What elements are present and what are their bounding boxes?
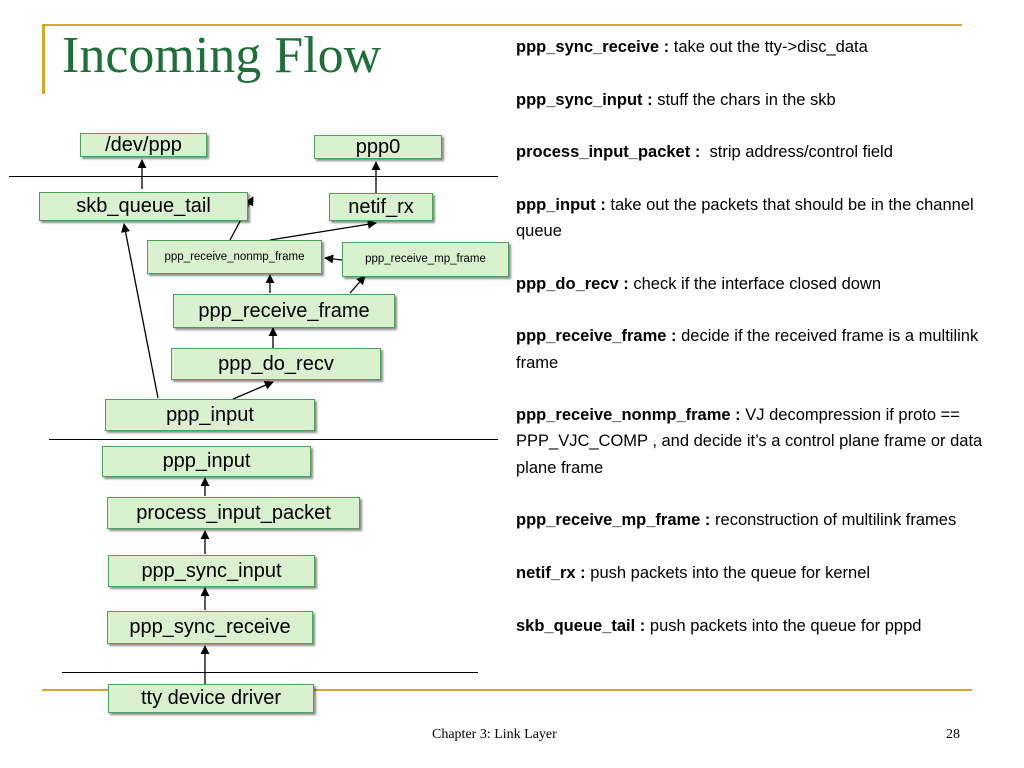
- desc-ppp-do-recv: ppp_do_recv : check if the interface clo…: [516, 274, 882, 293]
- arrow-ppp-receive-frame-to-mp: [349, 275, 366, 294]
- box-ppp-input-upper: ppp_input: [105, 399, 315, 431]
- box-dev-ppp: /dev/ppp: [80, 133, 207, 157]
- separator-line-bottom: [62, 672, 478, 673]
- desc-ppp-receive-frame: ppp_receive_frame : decide if the receiv…: [516, 327, 979, 372]
- box-ppp0: ppp0: [314, 135, 442, 159]
- footer-rule: [42, 689, 972, 691]
- box-ppp-sync-input: ppp_sync_input: [108, 555, 315, 587]
- slide-title: Incoming Flow: [62, 27, 382, 84]
- arrow-ppp-input-to-skb-queue-tail: [121, 223, 159, 399]
- box-ppp-receive-mp-frame: ppp_receive_mp_frame: [342, 242, 509, 277]
- desc-ppp-sync-receive: ppp_sync_receive : take out the tty->dis…: [516, 38, 868, 56]
- box-ppp-do-recv: ppp_do_recv: [171, 348, 381, 380]
- desc-netif-rx: netif_rx : push packets into the queue f…: [516, 563, 871, 582]
- box-ppp-receive-nonmp-frame: ppp_receive_nonmp_frame: [147, 240, 322, 274]
- desc-skb-queue-tail: skb_queue_tail : push packets into the q…: [516, 616, 922, 635]
- title-accent-bar: [42, 24, 45, 94]
- desc-ppp-sync-input: ppp_sync_input : stuff the chars in the …: [516, 90, 836, 109]
- desc-ppp-receive-nonmp-frame: ppp_receive_nonmp_frame : VJ decompressi…: [516, 406, 983, 477]
- box-ppp-receive-frame: ppp_receive_frame: [173, 294, 395, 328]
- desc-ppp-input: ppp_input : take out the packets that sh…: [516, 195, 974, 241]
- desc-process-input-packet: process_input_packet : strip address/con…: [516, 143, 893, 162]
- arrow-mp-to-nonmp: [324, 254, 343, 264]
- arrow-nonmp-to-netif-rx: [269, 219, 377, 241]
- page-number: 28: [946, 727, 960, 742]
- arrow-ppp-input-to-ppp-do-recv: [232, 381, 274, 400]
- separator-line-top: [9, 176, 498, 177]
- desc-ppp-receive-mp-frame: ppp_receive_mp_frame : reconstruction of…: [516, 511, 957, 530]
- top-rule: [42, 24, 962, 26]
- box-tty-device-driver: tty device driver: [108, 684, 314, 713]
- box-skb-queue-tail: skb_queue_tail: [39, 192, 248, 221]
- separator-line-middle: [49, 439, 498, 440]
- footer-chapter-label: Chapter 3: Link Layer: [432, 727, 557, 742]
- function-descriptions: ppp_sync_receive : take out the tty->dis…: [516, 34, 986, 665]
- box-ppp-input-lower: ppp_input: [102, 446, 311, 477]
- box-netif-rx: netif_rx: [329, 193, 433, 221]
- box-ppp-sync-receive: ppp_sync_receive: [107, 611, 313, 644]
- box-process-input-packet: process_input_packet: [107, 497, 360, 529]
